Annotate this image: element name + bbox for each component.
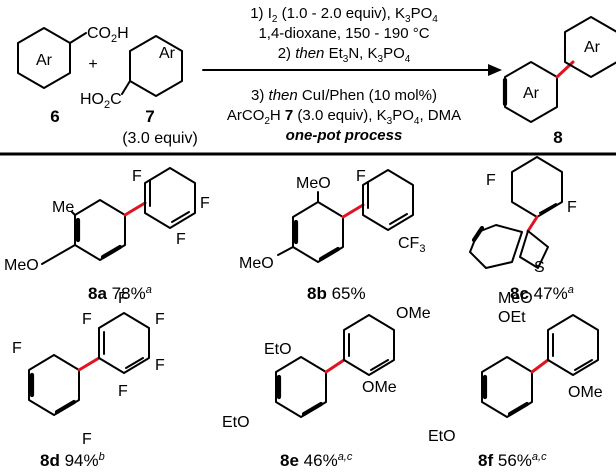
svg-text:8c 47%a: 8c 47%a: [510, 284, 574, 303]
example-8e: EtO EtO OMe OMe 8e 46%a,c: [222, 305, 431, 470]
one-pot-label: one-pot process: [286, 127, 403, 144]
svg-text:F: F: [82, 311, 92, 328]
svg-text:EtO: EtO: [264, 341, 292, 358]
svg-text:OMe: OMe: [568, 384, 603, 401]
product-number: 8: [553, 128, 562, 147]
svg-text:S: S: [534, 259, 545, 276]
svg-text:MeO: MeO: [239, 255, 274, 272]
plus-sign: +: [88, 56, 97, 73]
svg-text:MeO: MeO: [296, 175, 331, 192]
svg-text:F: F: [176, 231, 186, 248]
reactant-7: Ar HO2C 7 (3.0 equiv): [80, 35, 198, 147]
reactant-7-amount: (3.0 equiv): [122, 130, 198, 147]
svg-text:MeO: MeO: [4, 257, 39, 274]
svg-text:8e 46%a,c: 8e 46%a,c: [280, 451, 353, 470]
svg-text:EtO: EtO: [222, 414, 250, 431]
reactant-7-ring-label: Ar: [159, 45, 176, 62]
conditions-below: 3) then CuI/Phen (10 mol%) ArCO2H 7 (3.0…: [227, 87, 461, 144]
svg-text:F: F: [155, 357, 165, 374]
svg-text:F: F: [118, 290, 128, 307]
svg-text:2) then Et3N, K3PO4: 2) then Et3N, K3PO4: [278, 45, 411, 65]
reactant-6-number: 6: [50, 107, 59, 126]
svg-text:OMe: OMe: [362, 379, 397, 396]
reactant-6-carboxyl: CO2H: [87, 25, 129, 45]
svg-text:F: F: [12, 340, 22, 357]
svg-text:1,4-dioxane, 150 - 190 °C: 1,4-dioxane, 150 - 190 °C: [258, 25, 429, 42]
svg-text:F: F: [486, 172, 496, 189]
product-left-ring-label: Ar: [523, 85, 540, 102]
svg-text:8b 65%: 8b 65%: [307, 284, 366, 303]
svg-text:F: F: [82, 431, 92, 448]
svg-text:8f 56%a,c: 8f 56%a,c: [478, 451, 547, 470]
svg-text:Me: Me: [52, 199, 74, 216]
svg-text:CF3: CF3: [398, 235, 425, 255]
reactant-6-ring-label: Ar: [36, 52, 53, 69]
reactant-7-number: 7: [145, 107, 154, 126]
svg-text:MeO: MeO: [498, 290, 533, 307]
svg-text:3) then CuI/Phen (10 mol%): 3) then CuI/Phen (10 mol%): [251, 87, 437, 104]
svg-text:F: F: [567, 199, 577, 216]
conditions-above: 1) I2 (1.0 - 2.0 equiv), K3PO4 1,4-dioxa…: [250, 5, 438, 65]
svg-text:OEt: OEt: [498, 309, 526, 326]
svg-text:8a 78%a: 8a 78%a: [88, 284, 152, 303]
svg-text:EtO: EtO: [428, 428, 456, 445]
reactant-6: Ar CO2H 6: [17, 25, 129, 126]
svg-text:ArCO2H 7 (3.0 equiv), K3PO4, D: ArCO2H 7 (3.0 equiv), K3PO4, DMA: [227, 107, 461, 127]
svg-text:F: F: [118, 383, 128, 400]
product-right-ring-label: Ar: [584, 39, 601, 56]
example-8c: F F S 8c 47%a: [469, 156, 577, 303]
svg-text:F: F: [356, 168, 366, 185]
svg-text:F: F: [132, 168, 142, 185]
svg-text:8d 94%b: 8d 94%b: [40, 451, 105, 470]
example-8b: MeO MeO F CF3 8b 65%: [239, 168, 425, 303]
reaction-arrow: [202, 64, 502, 76]
example-8d: F F F F F F F 8d 94%b: [12, 290, 165, 470]
svg-text:OMe: OMe: [396, 305, 431, 322]
product-8: Ar Ar 8: [502, 16, 616, 147]
example-8f: MeO OEt EtO OMe 8f 56%a,c: [428, 290, 603, 470]
reactant-7-carboxyl: HO2C: [80, 91, 122, 111]
svg-text:F: F: [155, 311, 165, 328]
svg-text:F: F: [200, 195, 210, 212]
example-8a: Me MeO F F F 8a 78%a: [4, 167, 210, 303]
svg-text:1) I2 (1.0 - 2.0 equiv), K3PO4: 1) I2 (1.0 - 2.0 equiv), K3PO4: [250, 5, 438, 25]
